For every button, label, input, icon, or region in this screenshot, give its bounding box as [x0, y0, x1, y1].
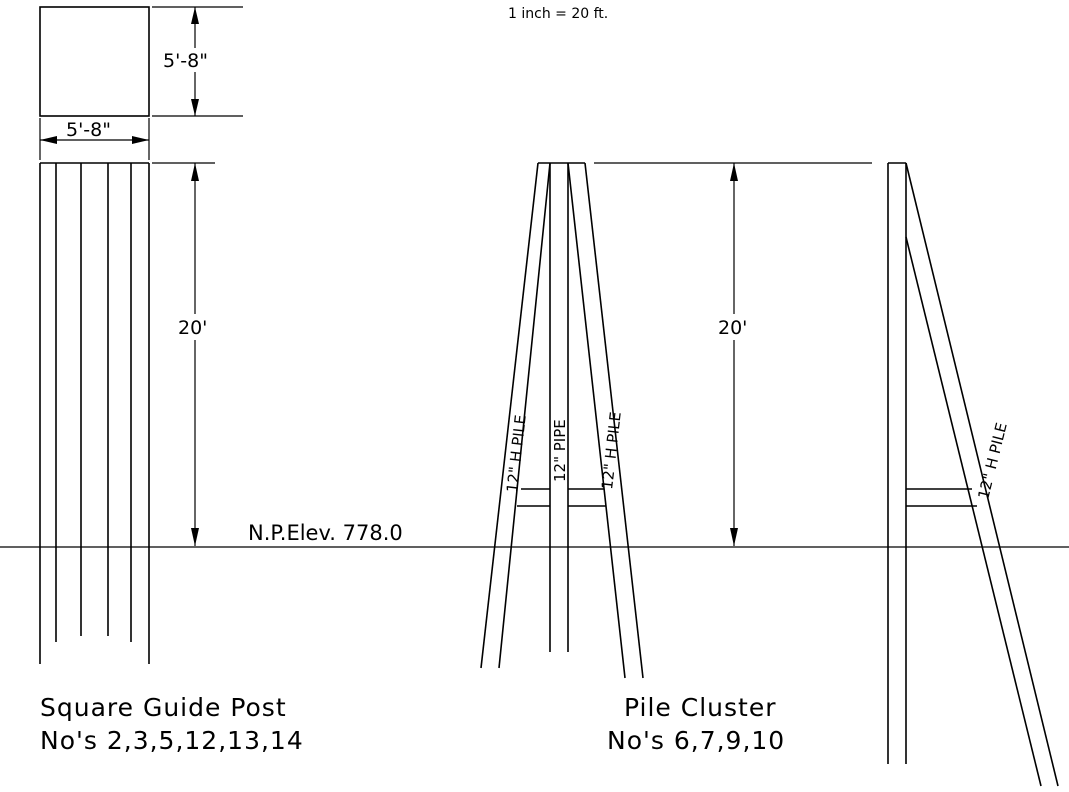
cluster-caption-title: Pile Cluster — [624, 693, 776, 722]
cluster-length-dimension: 20' — [594, 162, 872, 546]
scale-note: 1 inch = 20 ft. — [508, 6, 608, 22]
post-height-dim-label: 5'-8" — [163, 50, 208, 72]
side-elevation: 12" H PILE — [887, 162, 1059, 787]
left-h-pile — [480, 162, 551, 669]
center-pipe-pile — [549, 163, 569, 652]
cluster-bracing — [517, 488, 606, 507]
post-caption-title: Square Guide Post — [40, 693, 287, 722]
post-length-dimension: 20' — [152, 162, 218, 546]
center-pile-label: 12" PIPE — [551, 419, 569, 482]
post-width-dimension: 5'-8" — [39, 118, 150, 160]
right-h-pile — [567, 162, 644, 679]
pile-cluster: 12" H PILE 12" PIPE 12" H PILE 20' 12" H… — [480, 162, 1059, 787]
square-guide-post: 5'-8" 5'-8" 20' — [39, 6, 304, 755]
post-length-dim-label: 20' — [178, 317, 207, 339]
side-pile-label: 12" H PILE — [974, 421, 1010, 501]
post-height-dimension: 5'-8" — [152, 6, 243, 117]
cluster-caption-numbers: No's 6,7,9,10 — [607, 726, 785, 755]
post-elevation — [39, 162, 150, 664]
post-caption-numbers: No's 2,3,5,12,13,14 — [40, 726, 304, 755]
cluster-length-dim-label: 20' — [718, 317, 747, 339]
water-level-label: N.P.Elev. 778.0 — [248, 521, 403, 545]
left-pile-label: 12" H PILE — [503, 414, 530, 494]
post-width-dim-label: 5'-8" — [66, 119, 111, 141]
post-plan-square — [39, 6, 150, 117]
water-level: N.P.Elev. 778.0 — [0, 521, 1069, 548]
